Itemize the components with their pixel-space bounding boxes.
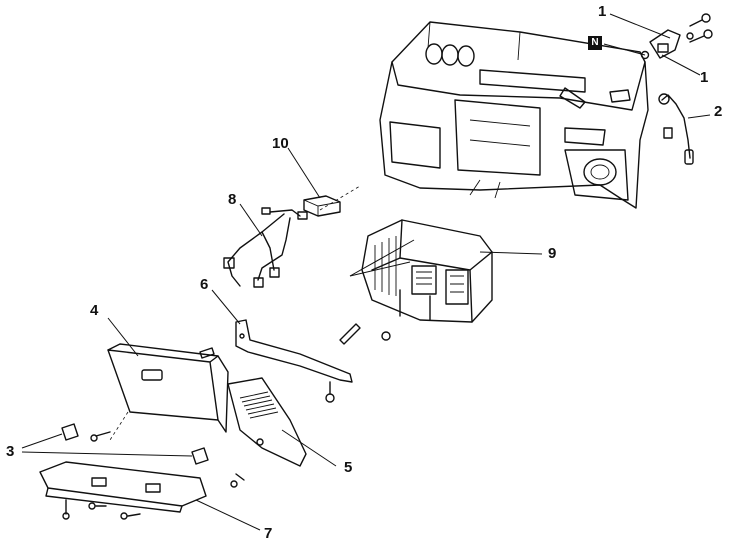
lowerpanel-part-7 (39, 461, 261, 531)
reference-line (319, 185, 361, 211)
callout-1-top: 1 (598, 3, 607, 20)
panel-part-5 (227, 377, 337, 467)
callout-3: 3 (6, 443, 15, 460)
latches-part-3 (21, 423, 209, 465)
glovebox-part-4 (107, 317, 229, 441)
dashboard-panel (379, 21, 649, 209)
callout-10: 10 (272, 135, 289, 152)
bracket-part-6 (199, 289, 353, 403)
callout-6: 6 (200, 276, 209, 293)
callout-2: 2 (714, 103, 723, 120)
bracket-part-1 (603, 13, 713, 76)
callout-8: 8 (228, 191, 237, 208)
rod-part-2 (658, 93, 711, 165)
callout-7: 7 (264, 525, 273, 542)
n-badge: N (588, 36, 602, 50)
unit-part-9 (339, 219, 543, 345)
callout-1-bottom: 1 (700, 69, 709, 86)
harness-part-8 (223, 203, 308, 288)
callout-5: 5 (344, 459, 353, 476)
callout-9: 9 (548, 245, 557, 262)
module-part-10 (287, 147, 341, 217)
callout-4: 4 (90, 302, 99, 319)
